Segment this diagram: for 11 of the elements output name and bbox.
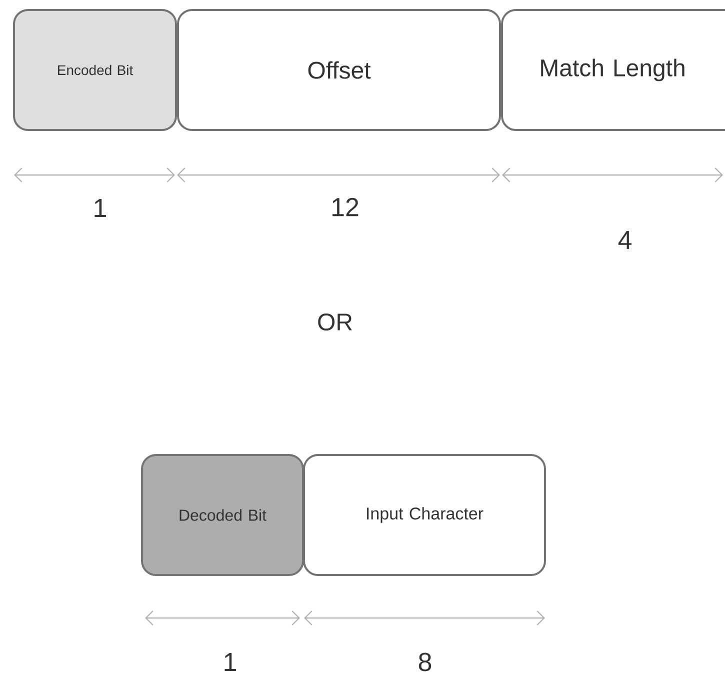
bit-count: 1 — [224, 653, 236, 671]
bit-count: 1 — [94, 199, 106, 217]
field-box: Input Character — [303, 454, 546, 576]
field-box: Decoded Bit — [141, 454, 304, 576]
field-box: Offset — [177, 9, 501, 131]
separator-text: OR — [318, 314, 352, 330]
field-box: Encoded Bit — [13, 9, 177, 131]
field-box: Match Length — [501, 9, 725, 131]
bit-count: 12 — [332, 198, 358, 216]
bit-count: 8 — [418, 652, 432, 672]
bit-count: 4 — [618, 231, 632, 249]
